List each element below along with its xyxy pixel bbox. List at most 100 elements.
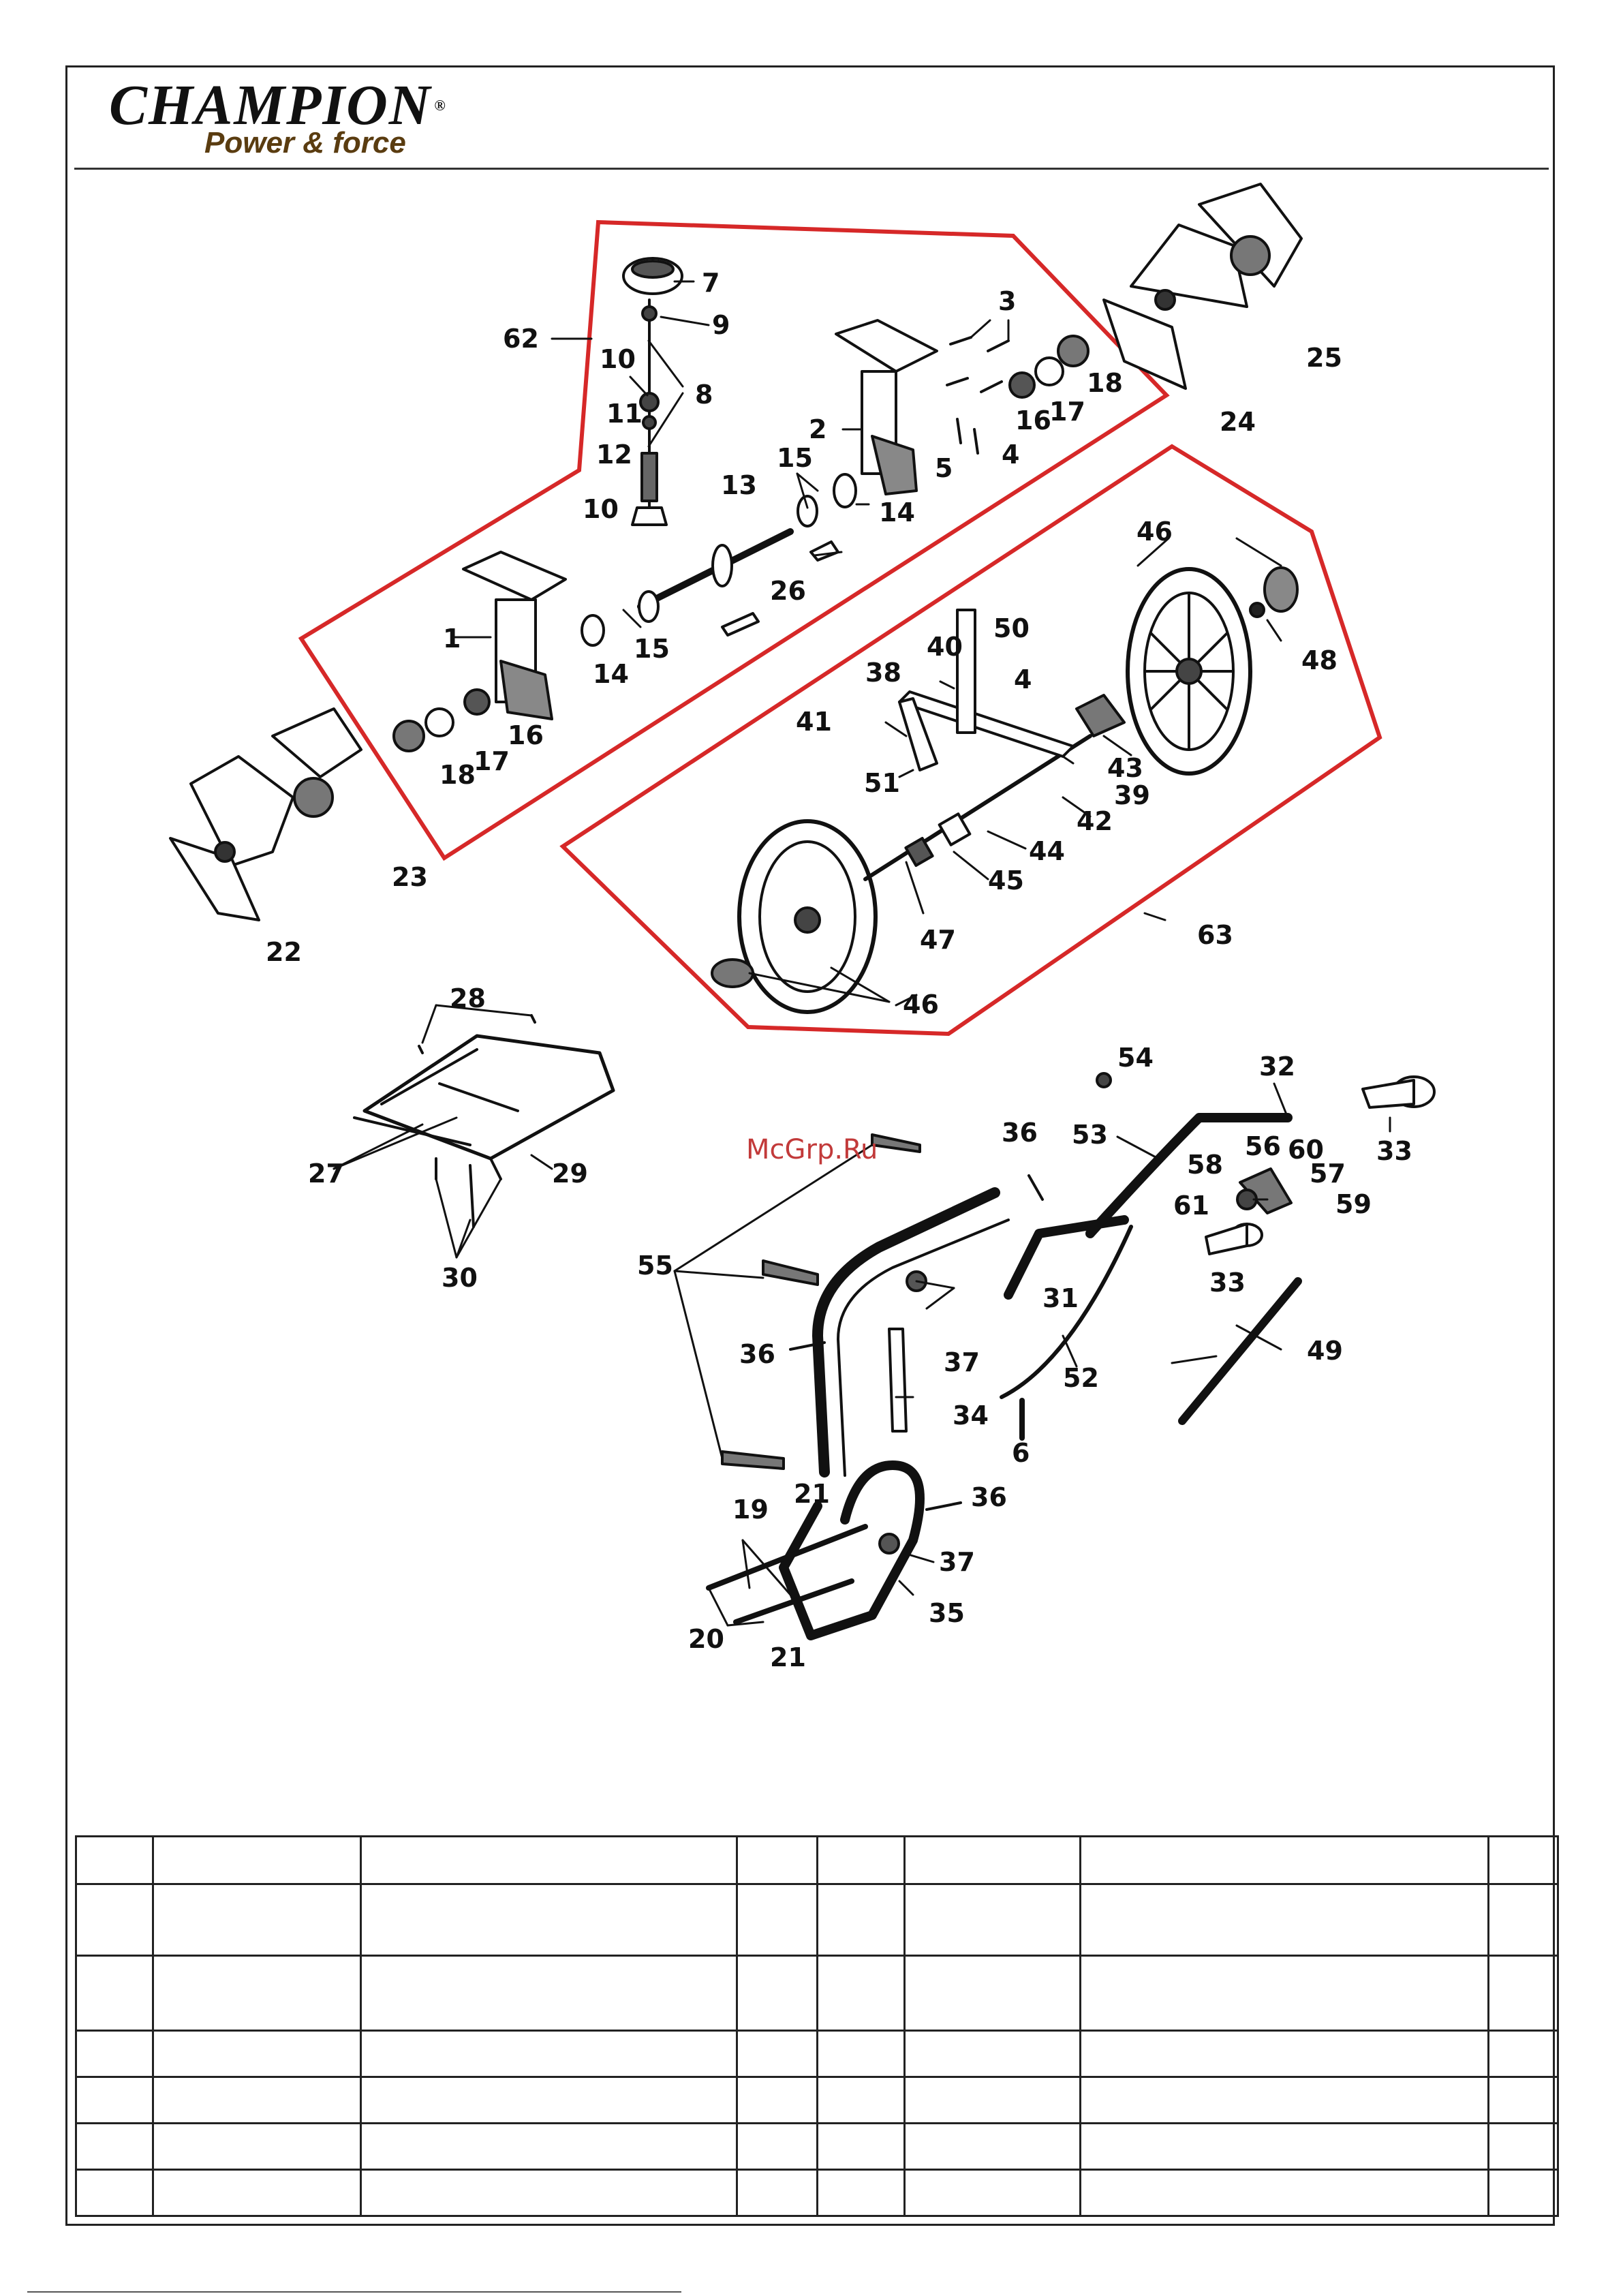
bushings-16-17-18-right <box>1008 335 1089 399</box>
callout-33-top: 33 <box>1376 1136 1412 1166</box>
table-cell <box>360 2030 738 2078</box>
table-cell <box>816 1955 906 2032</box>
handle-grip-33 <box>1205 1223 1263 1255</box>
handle-lower-frame-34 <box>812 1187 1010 1478</box>
callout-35: 35 <box>929 1598 965 1628</box>
callout-15-bottom: 15 <box>634 634 670 664</box>
tine-guard-29 <box>353 1014 615 1228</box>
table-cell <box>1487 2169 1559 2217</box>
callout-50: 50 <box>993 613 1030 643</box>
table-cell <box>1487 1955 1559 2032</box>
callout-48: 48 <box>1301 645 1338 675</box>
table-cell <box>152 1835 362 1885</box>
callout-18-left: 18 <box>439 760 476 790</box>
callout-25: 25 <box>1306 343 1342 373</box>
logo-registered-mark: ® <box>434 97 447 114</box>
callout-14-left: 14 <box>593 659 629 689</box>
table-cell <box>736 2169 818 2217</box>
callout-17-left: 17 <box>474 746 510 776</box>
callout-57: 57 <box>1310 1159 1346 1189</box>
table-cell <box>1487 2076 1559 2124</box>
table-cell <box>816 1883 906 1957</box>
callout-36-middle: 36 <box>739 1339 775 1369</box>
champion-logo: Champion® Power & force <box>109 72 446 160</box>
handle-bolts-36-37 <box>789 1072 1112 1555</box>
callout-40: 40 <box>927 632 963 662</box>
table-cell <box>903 1955 1081 2032</box>
callout-4-middle: 4 <box>1014 664 1032 694</box>
table-cell <box>816 2076 906 2124</box>
drive-shaft-13 <box>581 473 857 647</box>
watermark: McGrp.Ru <box>746 1134 878 1165</box>
parts-table <box>75 1835 1559 2217</box>
callout-17-right: 17 <box>1049 397 1085 427</box>
table-cell <box>736 1835 818 1885</box>
table-cell <box>1079 1955 1489 2032</box>
table-cell <box>152 2076 362 2124</box>
callout-30: 30 <box>442 1263 478 1293</box>
table-cell <box>1487 1835 1559 1885</box>
callout-22: 22 <box>266 937 302 967</box>
callout-38: 38 <box>865 658 901 688</box>
callout-49: 49 <box>1307 1336 1343 1366</box>
table-cell <box>903 2122 1081 2171</box>
callout-21-bottom: 21 <box>770 1642 806 1672</box>
callout-29: 29 <box>552 1159 588 1189</box>
callout-45: 45 <box>988 866 1024 896</box>
table-cell <box>75 2076 154 2124</box>
callout-7: 7 <box>702 268 720 298</box>
callout-leader-lines <box>333 280 1391 1627</box>
table-cell <box>816 2169 906 2217</box>
table-cell <box>903 2030 1081 2078</box>
table-row <box>75 2076 1559 2124</box>
table-cell <box>1079 1883 1489 1957</box>
page-frame <box>65 65 1555 2226</box>
callout-43: 43 <box>1107 753 1143 783</box>
callout-53: 53 <box>1072 1120 1108 1150</box>
callout-44: 44 <box>1029 836 1065 866</box>
table-row <box>75 1883 1559 1957</box>
table-cell <box>1079 2169 1489 2217</box>
callout-11: 11 <box>606 399 643 429</box>
table-cell <box>152 2122 362 2171</box>
table-cell <box>360 1835 738 1885</box>
table-cell <box>75 2030 154 2078</box>
handle-bars-31-32 <box>1004 1075 1436 1300</box>
tiller-blades-right-24-25 <box>1102 183 1303 390</box>
table-cell <box>1079 2030 1489 2078</box>
callout-21-top: 21 <box>794 1479 830 1509</box>
table-cell <box>360 1955 738 2032</box>
callout-55: 55 <box>637 1251 673 1281</box>
handle-clips-55 <box>721 1133 921 1470</box>
wheel-bracket-38-39 <box>898 609 1126 771</box>
bolts-3-4-5 <box>946 336 1010 455</box>
callout-41: 41 <box>796 707 832 737</box>
callout-47: 47 <box>920 925 956 955</box>
callout-62: 62 <box>503 324 539 354</box>
throttle-lever-57-59 <box>1236 1167 1293 1214</box>
table-cell <box>903 1883 1081 1957</box>
table-cell <box>360 1883 738 1957</box>
callout-1: 1 <box>443 624 461 654</box>
wheel-hub-cap-46-48 <box>1249 566 1299 618</box>
callout-61: 61 <box>1173 1191 1209 1221</box>
callout-18-right: 18 <box>1087 368 1123 398</box>
callout-2: 2 <box>809 414 826 444</box>
table-cell <box>360 2169 738 2217</box>
callout-46-top: 46 <box>1137 517 1173 547</box>
callout-27: 27 <box>308 1159 344 1189</box>
table-cell <box>816 2122 906 2171</box>
callout-13: 13 <box>721 470 757 500</box>
callout-9: 9 <box>712 310 730 340</box>
callout-16-left: 16 <box>508 720 544 750</box>
gearbox-half-2 <box>835 319 938 495</box>
table-cell <box>1079 1835 1489 1885</box>
table-cell <box>736 2030 818 2078</box>
table-row <box>75 2122 1559 2171</box>
assembly-63-outline <box>559 444 1382 1037</box>
callout-36-bottom: 36 <box>971 1482 1007 1512</box>
control-rod-49 <box>1178 1277 1302 1425</box>
throttle-cable-52 <box>1000 1225 1133 1441</box>
table-cell <box>75 2169 154 2217</box>
